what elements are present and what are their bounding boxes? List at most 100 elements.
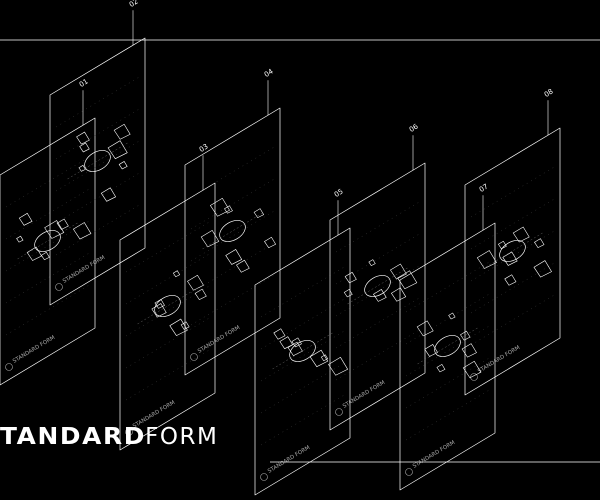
- assembly-axis-line: [347, 267, 408, 305]
- panel-logo-mark: [405, 468, 413, 476]
- panel-grid-line: [260, 267, 345, 318]
- exploded-part: [533, 260, 552, 278]
- exploded-part: [100, 187, 117, 202]
- exploded-part: [476, 250, 497, 269]
- panel-number: 08: [543, 87, 555, 98]
- panel-grid-line: [470, 295, 555, 346]
- exploded-part: [79, 142, 90, 153]
- panel-outline: [329, 162, 426, 431]
- assembly-axis-line: [67, 142, 128, 180]
- panel-outline: [184, 107, 281, 376]
- brand-logo: TANDARD FORM: [0, 424, 218, 454]
- panel-logo-mark: [335, 408, 343, 416]
- panel-grid-line: [5, 221, 90, 272]
- exploded-part: [225, 249, 243, 265]
- panel-logo-mark: [5, 363, 13, 371]
- exploded-part: [219, 220, 246, 242]
- exploded-part: [78, 164, 86, 172]
- panel-logo-mark: [55, 283, 63, 291]
- panel-grid-line: [55, 109, 140, 160]
- panel-grid-line: [335, 330, 420, 381]
- panel-grid-line: [5, 253, 90, 304]
- exploded-part: [436, 363, 446, 373]
- panel-logo-mark: [125, 428, 133, 436]
- panel-grid-line: [260, 395, 345, 446]
- panel-brand-text: STANDARD FORM: [267, 445, 312, 475]
- panel-grid-line: [405, 390, 490, 441]
- panel-number: 07: [478, 182, 490, 193]
- panel-brand-text: STANDARD FORM: [477, 345, 522, 375]
- panel-parts-02: [67, 123, 131, 202]
- exploded-part: [264, 236, 277, 249]
- assembly-axis-line: [417, 327, 478, 365]
- panel-grid-line: [5, 285, 90, 336]
- panel-parts-05: [272, 328, 349, 376]
- exploded-part: [328, 356, 349, 376]
- panel-parts-08: [476, 226, 552, 286]
- panel-grid-line: [190, 147, 275, 198]
- exploded-part: [236, 259, 250, 273]
- panel-grid-line: [405, 326, 490, 377]
- exploded-part: [287, 341, 303, 356]
- exploded-part: [26, 246, 42, 261]
- assembly-axis-line: [137, 287, 198, 325]
- exploded-part: [344, 271, 357, 284]
- panel-grid-line: [470, 167, 555, 218]
- exploded-part: [461, 343, 477, 358]
- panel-grid-line: [470, 231, 555, 282]
- panel-grid-line: [190, 211, 275, 262]
- exploded-part: [460, 330, 471, 341]
- exploded-part: [534, 238, 545, 249]
- panel-grid-line: [5, 157, 90, 208]
- panel-parts-07: [416, 312, 482, 379]
- panel-grid-line: [55, 205, 140, 256]
- panel-grid-line: [470, 199, 555, 250]
- panel-parts-06: [343, 259, 418, 305]
- panel-outline: [119, 182, 216, 451]
- panel-grid-line: [335, 202, 420, 253]
- logo-bold-text: TANDARD: [0, 424, 146, 450]
- panel-brand-text: STANDARD FORM: [412, 440, 457, 470]
- panel-grid-line: [405, 358, 490, 409]
- panel-number: 05: [333, 187, 345, 198]
- exploded-part: [151, 303, 167, 318]
- exploded-part: [169, 318, 188, 336]
- panel-grid-line: [55, 141, 140, 192]
- exploded-part: [16, 235, 24, 243]
- panel-number: 02: [128, 0, 140, 9]
- panel-grid-line: [405, 262, 490, 313]
- panel-number: 06: [408, 122, 420, 134]
- exploded-part: [462, 360, 482, 379]
- exploded-part: [309, 349, 329, 368]
- exploded-part: [34, 230, 61, 252]
- exploded-part: [373, 289, 387, 302]
- exploded-part: [368, 259, 376, 267]
- exploded-part: [253, 208, 265, 219]
- panel-grid-line: [260, 363, 345, 414]
- exploded-part: [512, 226, 530, 243]
- exploded-part: [279, 336, 294, 350]
- panel-grid-line: [190, 275, 275, 326]
- panel-number: 04: [263, 67, 275, 79]
- exploded-part: [416, 320, 434, 337]
- panel-grid-line: [190, 179, 275, 230]
- panel-grid-line: [335, 234, 420, 285]
- exploded-part: [209, 197, 230, 217]
- exploded-part: [113, 123, 131, 140]
- exploded-part: [72, 222, 92, 240]
- panel-grid-line: [405, 294, 490, 345]
- exploded-part: [497, 240, 507, 250]
- panel-grid-line: [190, 243, 275, 294]
- exploded-part: [56, 218, 69, 230]
- exploded-part: [273, 328, 286, 340]
- exploded-part: [504, 274, 517, 286]
- exploded-part: [397, 270, 418, 290]
- panel-brand-text: STANDARD FORM: [342, 380, 387, 410]
- panel-brand-text: STANDARD FORM: [62, 255, 107, 285]
- exploded-part: [154, 298, 165, 309]
- panel-grid-line: [5, 189, 90, 240]
- panel-grid-line: [55, 173, 140, 224]
- exploded-part: [343, 288, 353, 298]
- panel-grid-line: [125, 254, 210, 305]
